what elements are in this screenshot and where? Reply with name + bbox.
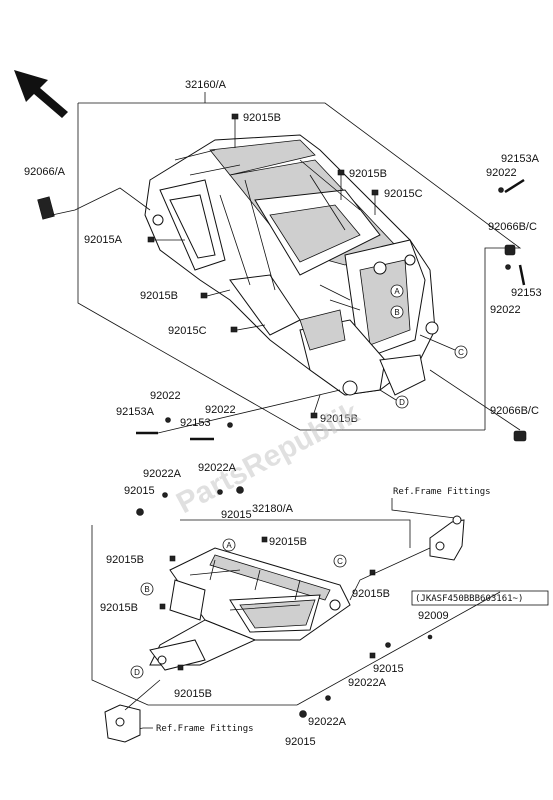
bolt-92015-top-left: 92015	[124, 485, 155, 516]
svg-text:92066B/C: 92066B/C	[490, 405, 539, 417]
sub-frame-box	[91, 519, 501, 706]
bolt-92015-top-mid: 92015	[221, 486, 252, 521]
bolt-92009: 92009	[418, 610, 449, 640]
guard-92066bc-bottom: 92066B/C	[429, 369, 539, 442]
svg-text:C: C	[337, 557, 343, 566]
svg-text:D: D	[399, 398, 405, 407]
svg-text:92066B/C: 92066B/C	[488, 221, 537, 233]
svg-text:92015C: 92015C	[384, 188, 423, 200]
svg-text:92015B: 92015B	[140, 290, 178, 302]
bolt-92015b-sub-1: 92015B	[106, 554, 176, 566]
svg-text:92015B: 92015B	[269, 536, 307, 548]
callout-d-sub: D	[130, 665, 144, 679]
svg-text:D: D	[134, 668, 140, 677]
svg-text:C: C	[458, 348, 464, 357]
svg-text:92015B: 92015B	[243, 112, 281, 124]
guard-92066bc-right: 92066B/C	[488, 221, 537, 256]
bolt-92015b-sub-2: 92015B	[261, 536, 307, 548]
bolt-92015-bottom: 92015	[285, 710, 316, 748]
nut-92022a-top-left: 92022A	[143, 468, 182, 498]
bolt-92015a: 92015A	[84, 234, 185, 246]
callout-b-main: B	[390, 305, 404, 319]
bolt-92153-left: 92153	[180, 417, 214, 441]
nut-92022a-bottom: 92022A	[308, 695, 347, 728]
bolt-92153a-left: 92153A	[116, 389, 341, 435]
bolt-92015-low-right: 92015	[369, 652, 404, 675]
svg-text:92066/A: 92066/A	[24, 166, 66, 178]
svg-text:B: B	[144, 585, 149, 594]
bolt-92015c-low: 92015C	[168, 324, 266, 337]
svg-text:(JKASF450BBB603161~): (JKASF450BBB603161~)	[415, 594, 523, 604]
svg-text:92015: 92015	[373, 663, 404, 675]
nut-92022-left-2: 92022	[205, 404, 236, 428]
svg-text:92015C: 92015C	[168, 325, 207, 337]
ref-frame-fittings-bottom: Ref.Frame Fittings	[104, 679, 254, 743]
bolt-92153-right: 92153	[511, 264, 542, 299]
svg-text:92022: 92022	[486, 167, 517, 179]
svg-text:92022: 92022	[490, 304, 521, 316]
bolt-92153a-right: 92153A	[501, 153, 540, 194]
nut-92022a-top-mid: 92022A	[198, 462, 237, 495]
svg-text:92015A: 92015A	[84, 234, 123, 246]
bolt-92015b-left: 92015B	[140, 289, 231, 302]
bolt-92015b-sub-5: 92015B	[174, 664, 212, 700]
svg-text:92022A: 92022A	[143, 468, 182, 480]
svg-text:92015: 92015	[221, 509, 252, 521]
callout-a-main: A	[390, 284, 404, 298]
front-arrow-icon	[14, 70, 68, 118]
callout-b-sub: B	[140, 582, 154, 596]
nut-92022-left: 92022	[150, 390, 181, 423]
ref-frame-fittings-top: Ref.Frame Fittings	[349, 487, 491, 601]
callout-a-sub: A	[222, 538, 236, 552]
svg-text:A: A	[226, 541, 232, 550]
nut-92022-right-2: 92022	[490, 264, 521, 316]
svg-text:92153A: 92153A	[116, 406, 155, 418]
svg-text:Ref.Frame Fittings: Ref.Frame Fittings	[156, 724, 254, 734]
guard-92066a: 92066/A	[24, 166, 151, 220]
svg-text:92015: 92015	[285, 736, 316, 748]
bolt-92015b-sub-4: 92015B	[352, 569, 390, 600]
svg-text:92022A: 92022A	[348, 677, 387, 689]
svg-text:92015B: 92015B	[349, 168, 387, 180]
svg-text:92009: 92009	[418, 610, 449, 622]
nut-92022-right: 92022	[486, 167, 517, 193]
callout-c-sub: C	[333, 554, 347, 568]
nut-92022a-low-right: 92022A	[348, 642, 391, 689]
svg-text:92015B: 92015B	[352, 588, 390, 600]
callout-c-main: C	[419, 334, 468, 359]
svg-text:A: A	[394, 287, 400, 296]
svg-text:92153: 92153	[511, 287, 542, 299]
svg-text:92015B: 92015B	[174, 688, 212, 700]
svg-text:92022: 92022	[205, 404, 236, 416]
bolt-92015b-bottom: 92015B	[310, 394, 358, 425]
svg-text:92015B: 92015B	[100, 602, 138, 614]
label-main-frame: 32160/A	[185, 79, 227, 91]
svg-text:92015B: 92015B	[320, 413, 358, 425]
bolt-92015b-sub-3: 92015B	[100, 602, 166, 614]
svg-text:B: B	[394, 308, 399, 317]
callout-d-main: D	[379, 389, 409, 409]
svg-text:92022A: 92022A	[308, 716, 347, 728]
main-frame-drawing	[144, 134, 439, 396]
vin-note: (JKASF450BBB603161~)	[411, 590, 549, 606]
svg-text:92015B: 92015B	[106, 554, 144, 566]
svg-text:92022A: 92022A	[198, 462, 237, 474]
svg-text:92015: 92015	[124, 485, 155, 497]
bolt-92015b-mid: 92015B	[337, 168, 387, 200]
sub-frame-drawing	[149, 547, 351, 671]
bolt-92015b-top: 92015B	[231, 112, 281, 148]
svg-text:Ref.Frame Fittings: Ref.Frame Fittings	[393, 487, 491, 497]
svg-text:92153: 92153	[180, 417, 211, 429]
label-sub-frame: 32180/A	[252, 503, 294, 515]
svg-text:92153A: 92153A	[501, 153, 540, 165]
watermark: PartsRepublik	[171, 396, 365, 520]
main-frame-box	[77, 92, 522, 431]
bolt-92015c-top: 92015C	[371, 188, 423, 215]
svg-text:92022: 92022	[150, 390, 181, 402]
